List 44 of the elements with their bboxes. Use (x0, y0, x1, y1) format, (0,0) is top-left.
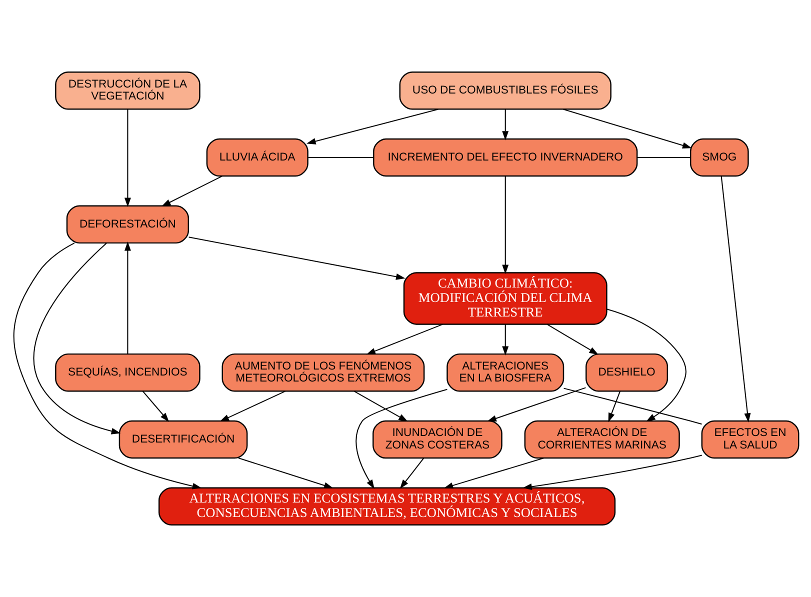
arrow (142, 391, 169, 422)
node-box: DESTRUCCIÓN DE LA VEGETACIÓN (54, 72, 200, 110)
node-box: ALTERACIONES EN ECOSISTEMAS TERRESTRES Y ACUÁTICOS, CONSECUENCIAS AMBIENTALES, ECONÓMICAS Y SOCIALES (158, 487, 616, 526)
node-box: DESHIELO (585, 353, 668, 392)
arrow (160, 176, 222, 207)
node-box: DESERTIFICACIÓN (118, 420, 248, 459)
node-box: LLUVIA ÁCIDA (206, 138, 308, 177)
arrow (124, 242, 130, 354)
arrow (188, 236, 405, 280)
node-box: INUNDACIÓN DE ZONAS COSTERAS (372, 420, 502, 459)
arrow (353, 390, 408, 422)
node-box: AUMENTO DE LOS FENÓMENOS METEOROLÓGICOS EXTREMOS (221, 353, 424, 392)
arrow (12, 242, 202, 490)
arrow (720, 176, 750, 422)
arrow (366, 324, 442, 355)
arrow (502, 324, 508, 356)
arrow (562, 108, 692, 149)
node-box: USO DE COMBUSTIBLES FÓSILES (398, 72, 611, 110)
arrow (238, 458, 333, 489)
arrow (546, 324, 598, 355)
arrow (399, 458, 424, 489)
node-box: EFECTOS EN LA SALUD (700, 420, 799, 459)
connector (563, 388, 702, 425)
connector (308, 157, 373, 158)
node-box: SEQUÍAS, INCENDIOS (54, 353, 200, 392)
arrow (608, 391, 620, 422)
arrow (443, 458, 544, 489)
arrow (486, 387, 586, 422)
arrow (306, 108, 438, 144)
node-box: CAMBIO CLIMÁTICO: MODIFICACIÓN DEL CLIMA TERRESTRE (402, 272, 607, 325)
arrow (219, 390, 286, 422)
arrow (355, 388, 447, 489)
node-box: DEFORESTACIÓN (66, 205, 189, 244)
arrow (502, 176, 508, 274)
arrow (124, 109, 130, 208)
node-box: ALTERACIONES EN LA BIOSFERA (446, 353, 564, 392)
connector (636, 157, 690, 158)
node-box: SMOG (689, 138, 748, 177)
node-box: ALTERACIÓN DE CORRIENTES MARINAS (524, 420, 680, 459)
arrow (522, 454, 702, 490)
arrow (502, 109, 508, 140)
arrow (606, 308, 686, 422)
node-box: INCREMENTO DEL EFECTO INVERNADERO (372, 138, 638, 177)
arrow (33, 242, 120, 434)
